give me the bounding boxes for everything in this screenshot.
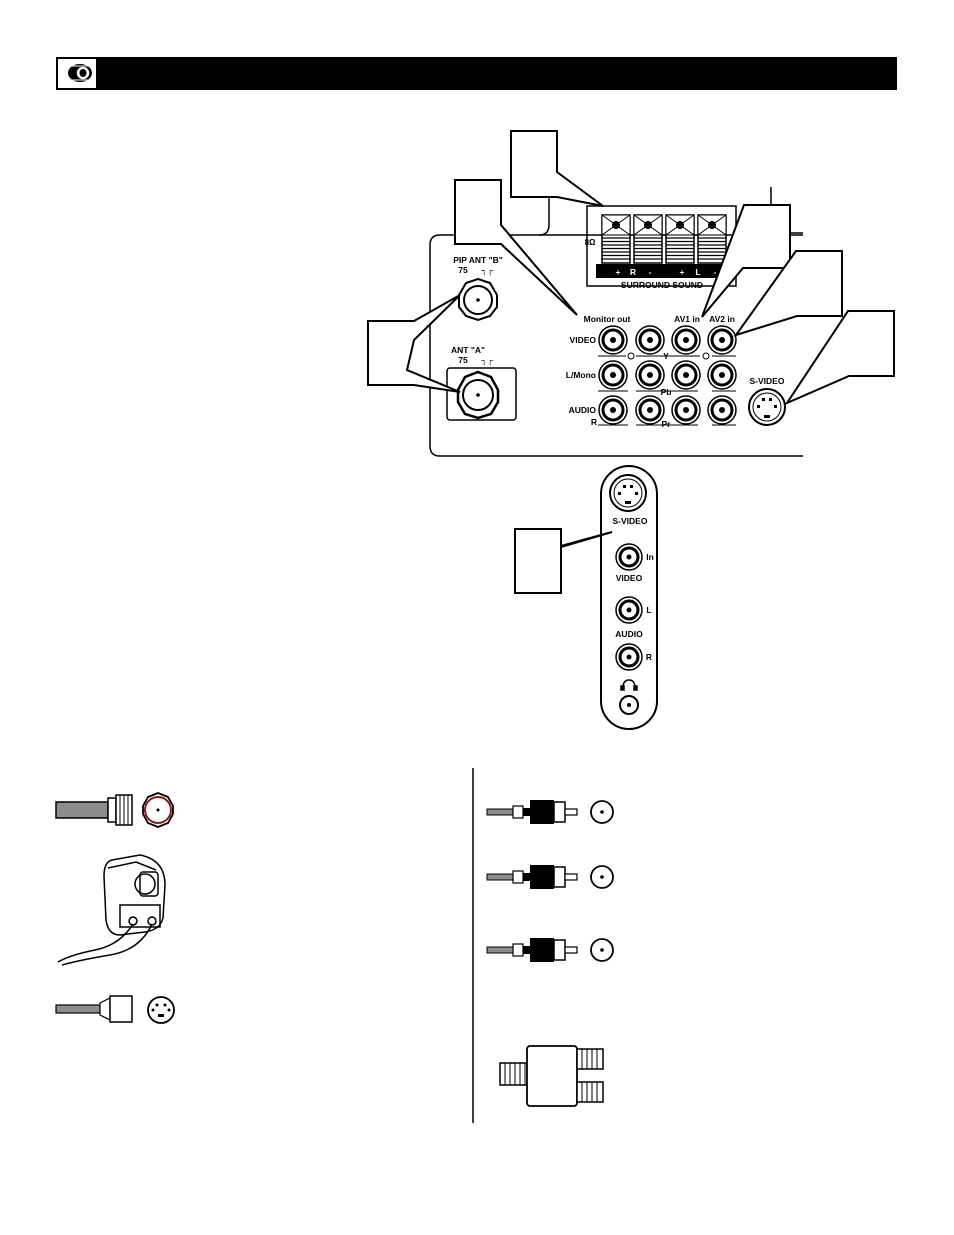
- surround-pol-3: -: [649, 267, 652, 277]
- antenna-inputs: PIP ANT "B" 75 ┐┌ ANT "A" 75 ┐┌: [446, 255, 517, 421]
- monitor-out-label: Monitor out: [584, 314, 631, 324]
- rca-cable-icon: [486, 865, 614, 889]
- rca-jack[interactable]: [671, 395, 701, 425]
- callout-monitor-out: [454, 179, 578, 316]
- av2-in-label: AV2 in: [709, 314, 735, 324]
- ant-a-symbol: ┐┌: [481, 355, 494, 366]
- speaker-terminal-1[interactable]: [601, 214, 631, 264]
- callout-s-video: [784, 310, 895, 406]
- pb-label: Pb: [661, 387, 672, 397]
- ant-a-jack[interactable]: [456, 370, 500, 420]
- rca-cables: [486, 800, 614, 962]
- callout-av2: [733, 250, 843, 337]
- rear-panel: [429, 193, 803, 457]
- surround-pol-5: L: [695, 267, 700, 277]
- ant-a-ohm: 75: [458, 355, 468, 365]
- rca-jack[interactable]: [671, 325, 701, 355]
- lmono-row-label: L/Mono: [566, 370, 596, 380]
- ant-a-label: ANT "A": [451, 345, 485, 355]
- rca-jack[interactable]: [635, 360, 665, 390]
- surround-ohm-left: 8Ω: [585, 238, 596, 247]
- rca-jack[interactable]: [707, 325, 737, 355]
- s-video-cable-icon: [55, 995, 175, 1024]
- pip-ant-b-label: PIP ANT "B": [453, 255, 503, 265]
- pip-ant-b-symbol: ┐┌: [481, 265, 494, 276]
- side-video-label: VIDEO: [616, 573, 643, 583]
- side-audio-label: AUDIO: [615, 629, 643, 639]
- speaker-terminal-3[interactable]: [665, 214, 695, 264]
- headphone-jack[interactable]: [619, 695, 639, 715]
- pip-ant-b-jack[interactable]: [458, 277, 498, 322]
- side-l-label: L: [646, 605, 651, 615]
- side-r-label: R: [646, 652, 652, 662]
- rca-jack[interactable]: [598, 395, 628, 425]
- rca-cable-icon: [486, 800, 614, 824]
- speaker-terminal-2[interactable]: [633, 214, 663, 264]
- speaker-terminal-4[interactable]: [697, 214, 727, 264]
- rca-jack[interactable]: [635, 395, 665, 425]
- av-jack-labels: Monitor out AV1 in AV2 in VIDEO L/Mono A…: [566, 314, 785, 429]
- side-rca-jack[interactable]: [615, 596, 643, 624]
- coax-cable-icon: [55, 792, 174, 828]
- antenna-adapter-icon: [57, 854, 166, 966]
- rca-jack-grid: [598, 325, 737, 425]
- surround-label: SURROUND SOUND: [621, 280, 703, 290]
- callout-antenna: [367, 294, 461, 393]
- rca-jack[interactable]: [671, 360, 701, 390]
- plug-logo-icon: [67, 64, 92, 82]
- side-rca-jack[interactable]: [615, 543, 643, 571]
- pr-label: Pr: [662, 419, 672, 429]
- rca-jack[interactable]: [598, 360, 628, 390]
- s-video-side-jack[interactable]: [609, 474, 647, 512]
- callout-boxes: [367, 130, 895, 406]
- audio-r-label: R: [591, 417, 597, 427]
- rca-jack[interactable]: [707, 395, 737, 425]
- side-panel: S-VIDEO In VIDEO L AUDIO R: [600, 465, 658, 730]
- callout-side-panel: [514, 528, 613, 594]
- callout-surround: [510, 130, 604, 207]
- audio-row-label: AUDIO: [569, 405, 597, 415]
- callout-av1: [701, 204, 791, 318]
- pip-ant-b-ohm: 75: [458, 265, 468, 275]
- av1-in-label: AV1 in: [674, 314, 700, 324]
- s-video-rear-jack[interactable]: [748, 388, 786, 426]
- side-in-label: In: [646, 552, 654, 562]
- rca-jack[interactable]: [707, 360, 737, 390]
- surround-pol-6: -: [714, 267, 717, 277]
- surround-pol-4: +: [680, 267, 685, 277]
- surround-pol-2: R: [630, 267, 636, 277]
- video-row-label: VIDEO: [570, 335, 597, 345]
- splitter-adapter-icon: [499, 1045, 604, 1107]
- side-s-video-label: S-VIDEO: [613, 516, 648, 526]
- rca-cable-icon: [486, 938, 614, 962]
- side-rca-jack[interactable]: [615, 643, 643, 671]
- surround-pol-1: +: [616, 267, 621, 277]
- s-video-rear-label: S-VIDEO: [750, 376, 785, 386]
- rca-jack[interactable]: [598, 325, 628, 355]
- headphone-icon: [620, 679, 638, 691]
- header-bar: [56, 57, 897, 90]
- rca-jack[interactable]: [635, 325, 665, 355]
